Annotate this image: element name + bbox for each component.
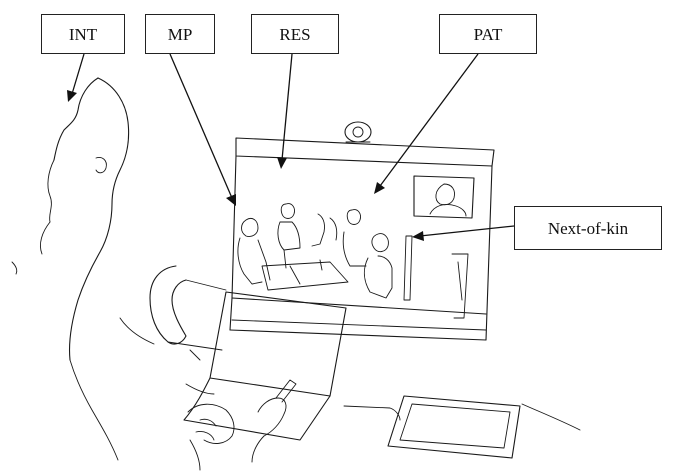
- label-pat-text: PAT: [473, 24, 503, 44]
- interpreter-figure: [11, 77, 155, 461]
- camera-drawing: [344, 121, 372, 143]
- laptop-drawing: [183, 291, 347, 441]
- inset-video-window: [413, 175, 475, 219]
- next-of-kin-arrow-head: [412, 231, 424, 241]
- next-of-kin-arrow: [419, 225, 515, 237]
- res-arrow: [281, 53, 293, 161]
- mp-arrow: [169, 53, 233, 199]
- label-next-of-kin: Next-of-kin: [514, 206, 662, 250]
- label-mp-text: MP: [167, 24, 193, 44]
- int-arrow: [71, 53, 85, 95]
- label-int: INT: [41, 14, 125, 54]
- pat-arrow-head: [374, 182, 385, 194]
- desk-drawing: [189, 349, 581, 431]
- res-arrow-head: [277, 157, 287, 169]
- mp-arrow-head: [226, 194, 236, 206]
- label-int-text: INT: [68, 24, 98, 44]
- label-mp: MP: [145, 14, 215, 54]
- label-pat: PAT: [439, 14, 537, 54]
- hands-drawing: [187, 379, 297, 471]
- int-arrow-head: [67, 90, 77, 102]
- tablet-drawing: [387, 395, 521, 459]
- telephone-drawing: [149, 265, 227, 351]
- label-res-text: RES: [279, 24, 311, 44]
- pat-arrow: [379, 53, 479, 187]
- annotation-arrows: [67, 53, 515, 241]
- label-res: RES: [251, 14, 339, 54]
- meeting-room-figures: [237, 203, 469, 319]
- monitor-drawing: [229, 137, 495, 341]
- label-next-of-kin-text: Next-of-kin: [547, 218, 629, 238]
